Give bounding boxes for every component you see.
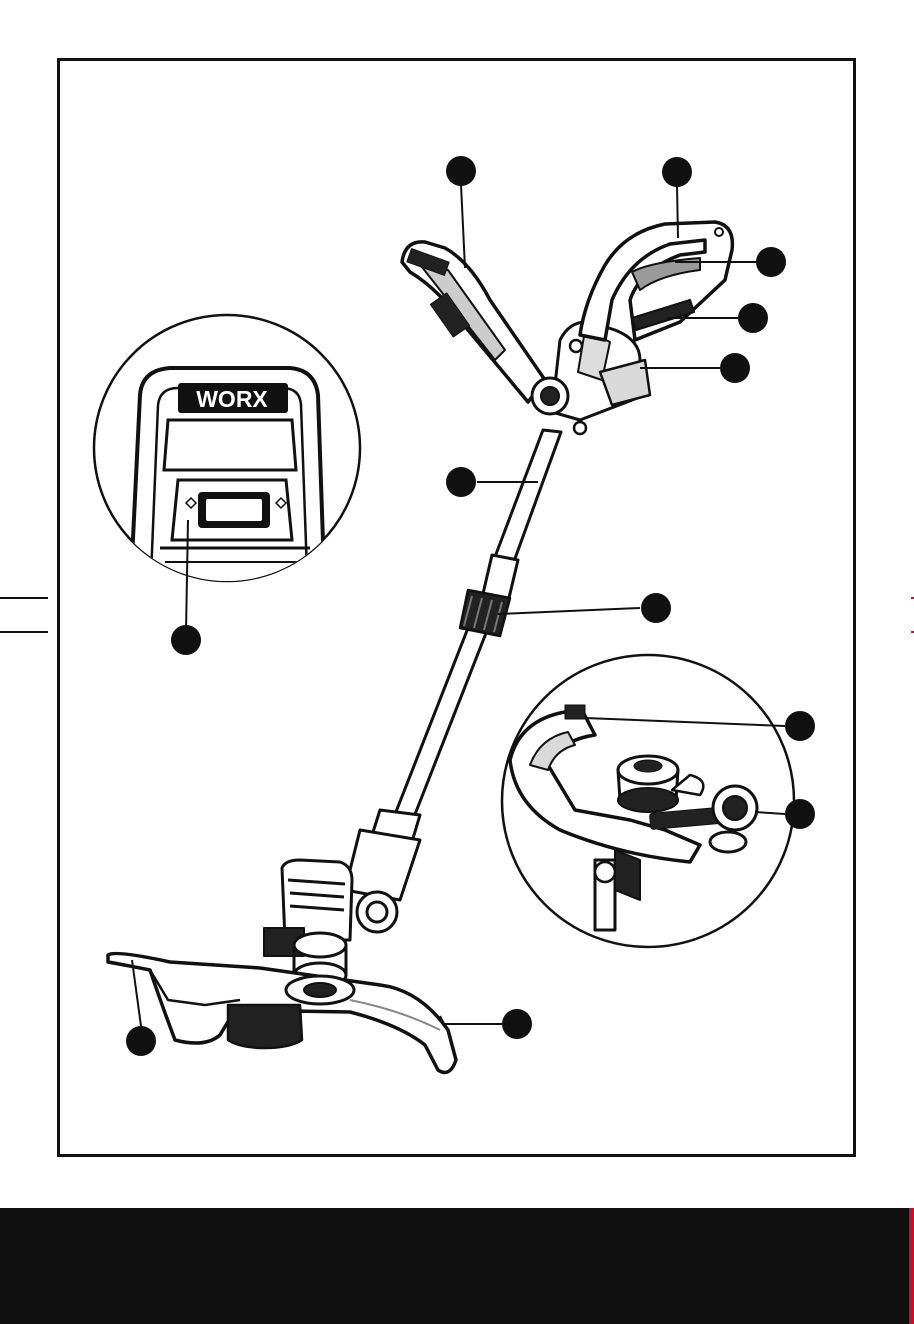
callout-marker — [171, 625, 201, 655]
callout-marker — [502, 1009, 532, 1039]
callout-marker — [446, 467, 476, 497]
callout-marker — [662, 157, 692, 187]
footer-accent-strip — [909, 1208, 914, 1324]
callout-marker — [720, 353, 750, 383]
callout-marker — [738, 303, 768, 333]
callout-marker — [756, 247, 786, 277]
callout-marker — [785, 799, 815, 829]
inset-spool-guard — [502, 655, 794, 947]
callout-marker — [785, 711, 815, 741]
worx-logo-text: WORX — [196, 386, 268, 412]
callout-marker — [446, 156, 476, 186]
callout-marker — [641, 593, 671, 623]
inset-battery-release: WORX — [94, 315, 360, 632]
callout-marker — [126, 1026, 156, 1056]
footer-band — [0, 1208, 914, 1324]
